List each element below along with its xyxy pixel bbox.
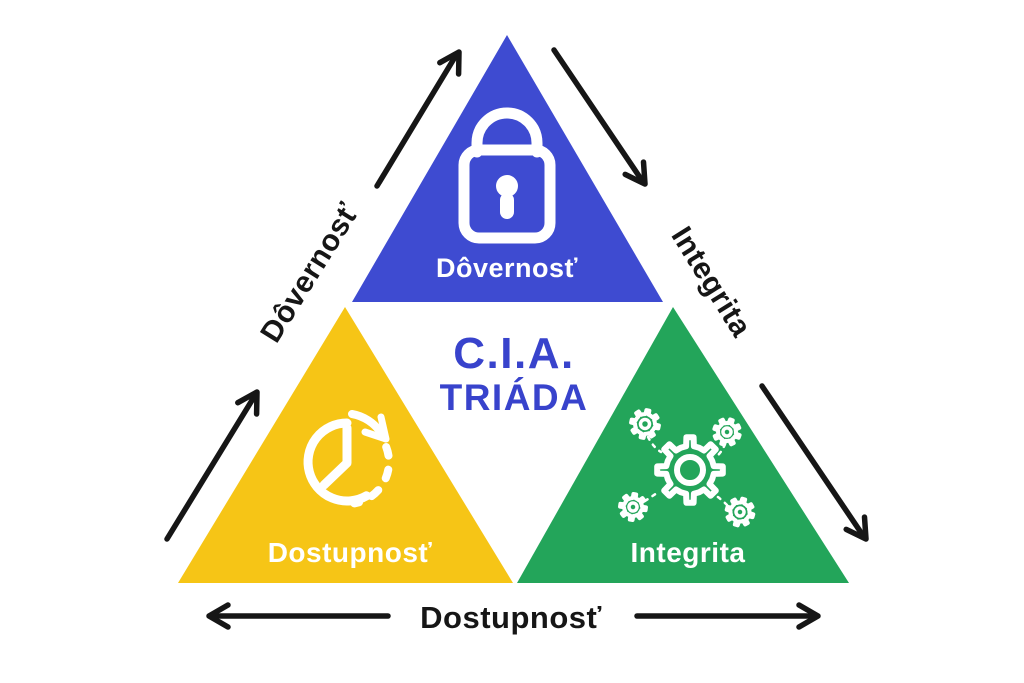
arrow-left-lower xyxy=(164,389,260,542)
gear-connectors xyxy=(643,435,729,507)
lock-icon xyxy=(458,107,556,244)
arrow-left-upper xyxy=(374,49,462,189)
clock-face xyxy=(303,418,371,506)
clock-history-icon xyxy=(303,410,393,508)
confidentiality-triangle xyxy=(352,35,663,302)
gear-small-nw-hole xyxy=(638,417,652,431)
integrity-label: Integrita xyxy=(631,537,746,568)
lock-keyhole-stem xyxy=(500,193,514,219)
cycle-arrows xyxy=(164,47,869,630)
gear-small-sw-hole xyxy=(627,501,639,513)
diagram-title-line2: TRIÁDA xyxy=(440,377,589,418)
lock-shackle xyxy=(471,107,543,158)
lock-body xyxy=(458,144,556,244)
arrow-bottom-right xyxy=(634,602,821,630)
gear-small-sw xyxy=(618,492,648,522)
refresh-arc xyxy=(348,410,385,437)
gear-main-hole xyxy=(674,454,706,486)
lock-keyhole xyxy=(496,175,518,197)
diagram-title-line1: C.I.A. xyxy=(453,329,574,378)
edge-label-bottom: Dostupnosť xyxy=(420,600,602,635)
confidentiality-label: Dôvernosť xyxy=(436,253,578,283)
arrow-right-upper xyxy=(551,47,648,187)
gear-small-ne-hole xyxy=(721,426,733,438)
arrow-bottom-left xyxy=(206,602,391,630)
refresh-arrowhead xyxy=(361,413,390,443)
refresh-dashed-arc xyxy=(350,443,393,508)
gear-small-ne xyxy=(712,417,742,447)
gears-icon xyxy=(618,408,756,528)
availability-label: Dostupnosť xyxy=(268,537,433,568)
gear-main xyxy=(654,434,726,506)
arrow-right-lower xyxy=(759,383,869,542)
gear-small-se-hole xyxy=(734,506,746,518)
gear-small-nw xyxy=(629,408,661,440)
clock-hands xyxy=(319,423,352,490)
gear-small-se xyxy=(724,496,756,528)
